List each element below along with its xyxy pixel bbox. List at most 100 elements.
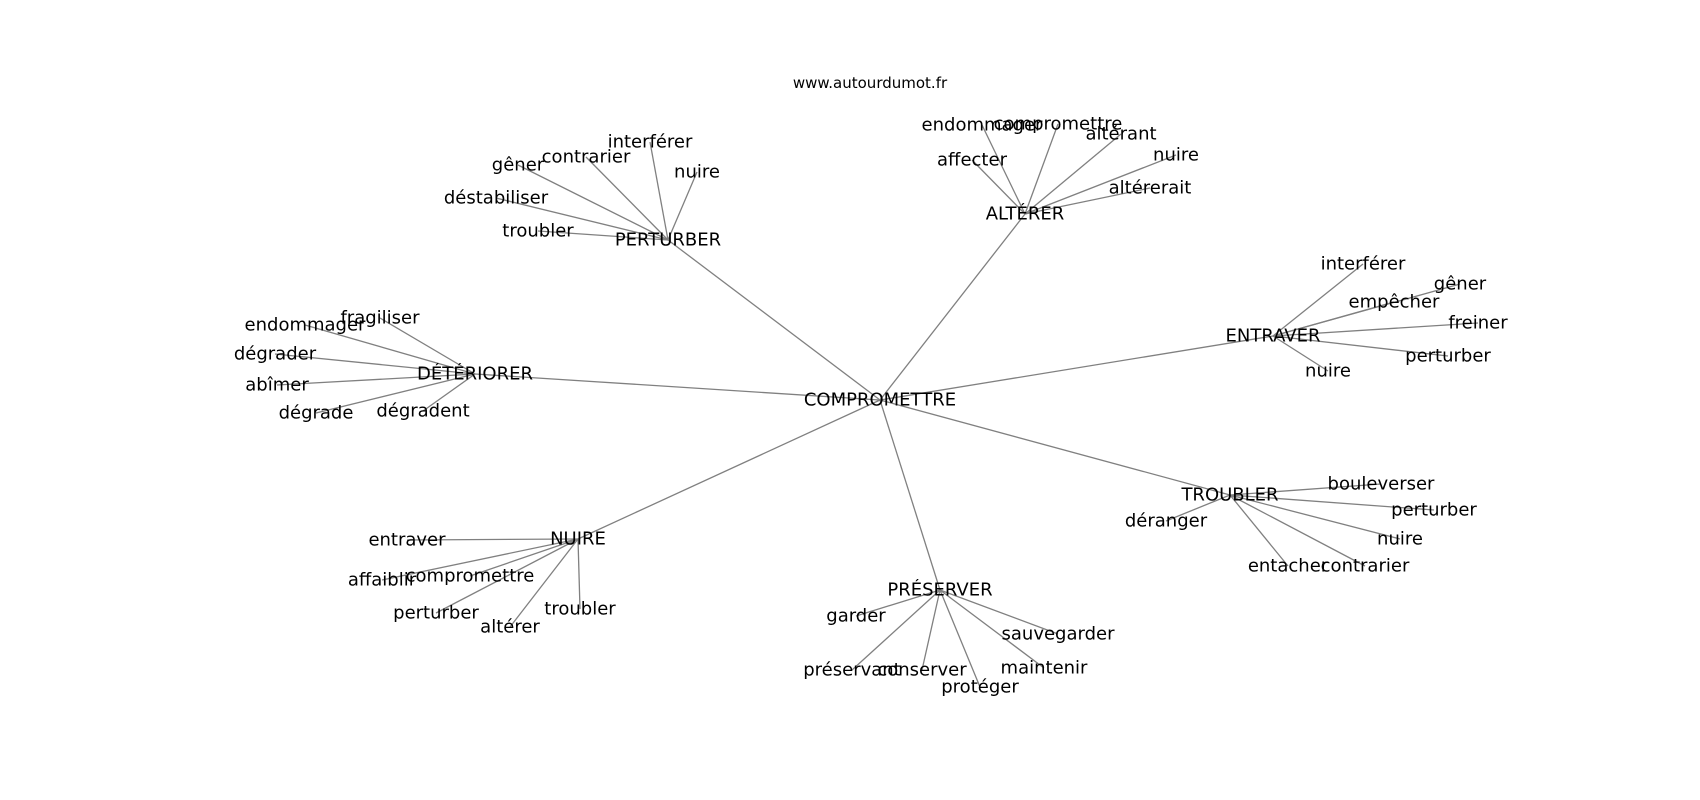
edge-hub-to-synonym bbox=[379, 317, 476, 375]
edge-hub-to-synonym bbox=[585, 156, 669, 241]
hub-node[interactable]: ENTRAVER bbox=[1226, 326, 1321, 347]
synonym-node[interactable]: compromettre bbox=[406, 566, 535, 587]
edge-hub-to-synonym bbox=[1272, 263, 1364, 337]
synonym-node[interactable]: entacher bbox=[1248, 556, 1329, 577]
edge-hub-to-synonym bbox=[1229, 494, 1435, 511]
synonym-node[interactable]: endommager bbox=[245, 315, 367, 336]
synonym-node[interactable]: gêner bbox=[492, 155, 545, 176]
edge-center-to-hub bbox=[577, 399, 881, 540]
edge-hub-to-synonym bbox=[1272, 335, 1329, 372]
synonym-node[interactable]: bouleverser bbox=[1328, 474, 1436, 495]
synonym-node[interactable]: interférer bbox=[608, 132, 693, 153]
synonym-node[interactable]: altérer bbox=[480, 617, 540, 638]
synonym-node[interactable]: fragiliser bbox=[340, 308, 420, 329]
synonym-node[interactable]: nuire bbox=[674, 162, 720, 183]
edge-hub-to-synonym bbox=[495, 197, 669, 241]
synonym-node[interactable]: troubler bbox=[502, 221, 574, 242]
synonym-node[interactable]: préservant bbox=[803, 660, 901, 681]
synonym-node[interactable]: perturber bbox=[1391, 500, 1477, 521]
center-node[interactable]: COMPROMETTRE bbox=[804, 390, 956, 411]
synonym-node[interactable]: affaiblir bbox=[348, 570, 417, 591]
edge-center-to-hub bbox=[879, 335, 1274, 401]
synonym-node[interactable]: empêcher bbox=[1349, 292, 1440, 313]
edge-hub-to-synonym bbox=[971, 159, 1026, 215]
edge-hub-to-synonym bbox=[274, 353, 476, 375]
edge-hub-to-synonym bbox=[667, 171, 698, 241]
synonym-node[interactable]: entraver bbox=[368, 530, 446, 551]
synonym-node[interactable]: nuire bbox=[1377, 529, 1423, 550]
edge-hub-to-synonym bbox=[939, 589, 981, 688]
hub-node[interactable]: ALTÉRER bbox=[986, 203, 1065, 225]
synonym-node[interactable]: perturber bbox=[1405, 346, 1491, 367]
hub-node[interactable]: PRÉSERVER bbox=[887, 579, 992, 601]
synonym-node[interactable]: sauvegarder bbox=[1002, 624, 1116, 645]
edge-hub-to-synonym bbox=[921, 589, 941, 671]
edge-hub-to-synonym bbox=[1024, 187, 1151, 215]
synonym-node[interactable]: affecter bbox=[937, 150, 1008, 171]
edge-hub-to-synonym bbox=[469, 538, 579, 577]
edge-hub-to-synonym bbox=[1229, 494, 1401, 540]
hub-node[interactable]: NUIRE bbox=[550, 529, 606, 550]
synonym-node[interactable]: dégrader bbox=[234, 344, 317, 365]
synonym-node[interactable]: contrarier bbox=[542, 147, 631, 168]
edge-hub-to-synonym bbox=[304, 324, 476, 375]
synonym-node[interactable]: déranger bbox=[1125, 511, 1208, 532]
synonym-node[interactable]: freiner bbox=[1448, 313, 1508, 334]
edge-center-to-hub bbox=[667, 239, 881, 401]
edges bbox=[274, 123, 1479, 688]
edge-hub-to-synonym bbox=[649, 141, 669, 241]
edge-hub-to-synonym bbox=[435, 538, 579, 614]
edge-hub-to-synonym bbox=[1229, 494, 1289, 567]
synonym-node[interactable]: protéger bbox=[941, 677, 1019, 698]
edge-hub-to-synonym bbox=[577, 538, 581, 610]
edge-hub-to-synonym bbox=[1272, 335, 1449, 357]
edge-center-to-hub bbox=[879, 213, 1026, 401]
edge-hub-to-synonym bbox=[509, 538, 579, 628]
edge-hub-to-synonym bbox=[276, 373, 476, 386]
synonym-node[interactable]: conserver bbox=[877, 660, 967, 681]
synonym-node[interactable]: perturber bbox=[393, 603, 479, 624]
synonym-node[interactable]: dégradent bbox=[376, 401, 469, 422]
synonym-node[interactable]: endommager bbox=[922, 115, 1044, 136]
edge-center-to-hub bbox=[879, 399, 941, 591]
edge-hub-to-synonym bbox=[855, 589, 941, 617]
hub-node[interactable]: TROUBLER bbox=[1180, 485, 1278, 506]
synonym-node[interactable]: altérerait bbox=[1109, 178, 1192, 199]
synonym-node[interactable]: déstabiliser bbox=[444, 188, 549, 209]
edge-hub-to-synonym bbox=[981, 124, 1026, 215]
edge-hub-to-synonym bbox=[1024, 133, 1122, 215]
edge-hub-to-synonym bbox=[851, 589, 941, 671]
synonym-node[interactable]: maintenir bbox=[1001, 658, 1089, 679]
edge-hub-to-synonym bbox=[517, 164, 669, 241]
synonym-node[interactable]: gêner bbox=[1434, 274, 1487, 295]
edge-hub-to-synonym bbox=[381, 538, 579, 581]
edge-hub-to-synonym bbox=[939, 589, 1059, 635]
synonym-node[interactable]: interférer bbox=[1321, 254, 1406, 275]
edge-hub-to-synonym bbox=[1165, 494, 1231, 522]
synonym-node[interactable]: nuire bbox=[1305, 361, 1351, 382]
edge-hub-to-synonym bbox=[1272, 301, 1395, 337]
hub-node[interactable]: DÉTÉRIORER bbox=[417, 363, 533, 385]
edge-hub-to-synonym bbox=[1229, 483, 1382, 496]
synonym-node[interactable]: nuire bbox=[1153, 145, 1199, 166]
edge-hub-to-synonym bbox=[422, 373, 476, 412]
synonym-node[interactable]: compromettre bbox=[994, 114, 1123, 135]
edge-hub-to-synonym bbox=[406, 538, 579, 541]
edge-hub-to-synonym bbox=[1024, 123, 1059, 215]
synonym-node[interactable]: abîmer bbox=[245, 375, 309, 396]
hub-node[interactable]: PERTURBER bbox=[615, 230, 721, 251]
edge-hub-to-synonym bbox=[537, 230, 669, 241]
edge-hub-to-synonym bbox=[1024, 154, 1177, 215]
synonym-node[interactable]: dégrade bbox=[279, 403, 354, 424]
site-label: www.autourdumot.fr bbox=[793, 74, 948, 92]
edge-center-to-hub bbox=[474, 373, 881, 401]
edge-hub-to-synonym bbox=[315, 373, 476, 414]
synonym-node[interactable]: garder bbox=[826, 606, 886, 627]
node-labels: COMPROMETTREPERTURBERinterférercontrarie… bbox=[234, 114, 1508, 698]
edge-hub-to-synonym bbox=[1272, 322, 1479, 337]
synonym-node[interactable]: altérant bbox=[1085, 124, 1156, 145]
synonym-node[interactable]: troubler bbox=[544, 599, 616, 620]
edge-hub-to-synonym bbox=[939, 589, 1045, 669]
synonym-node[interactable]: contrarier bbox=[1321, 556, 1410, 577]
